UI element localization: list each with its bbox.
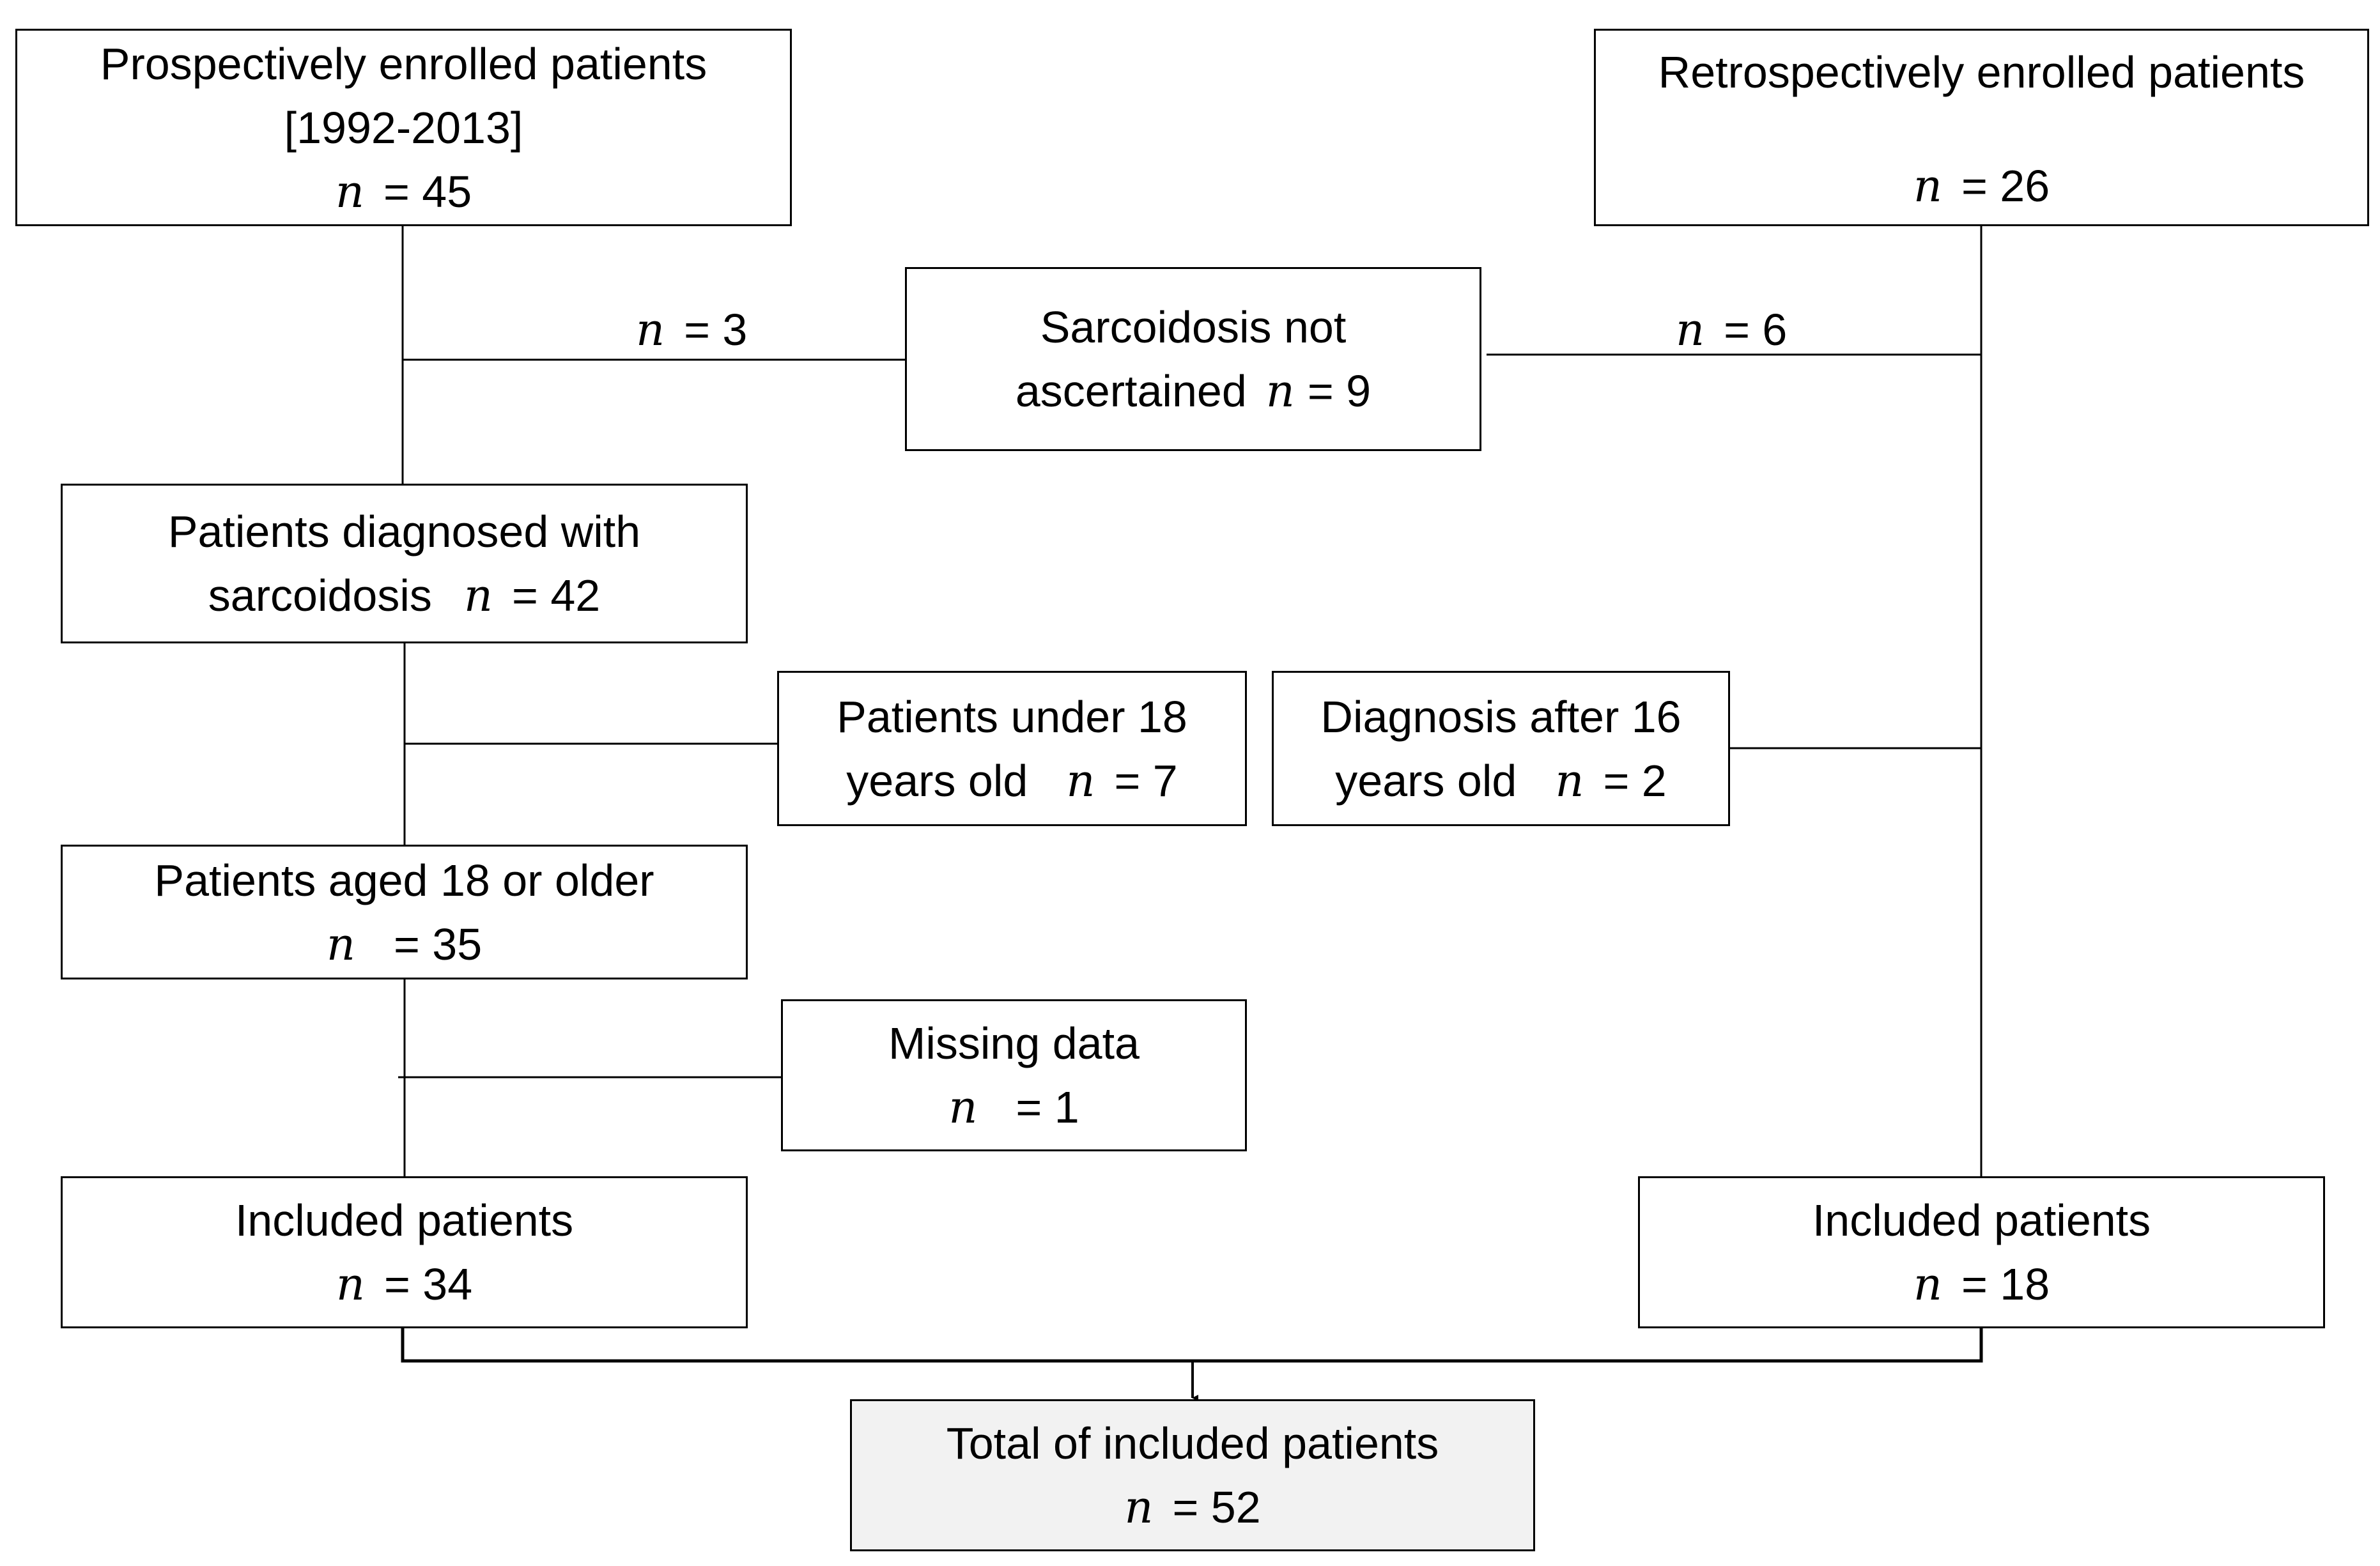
box-after-16-line2: years old n = 2 [1335,749,1666,813]
box-included-patients-left: Included patients n = 34 [61,1176,748,1328]
edge-label-left-exclusion: n = 3 [636,298,747,362]
box-not-ascertained-line1: Sarcoidosis not [1040,302,1347,352]
n-symbol: n [636,303,665,356]
n-value: = 2 [1603,755,1667,806]
n-value: = 3 [684,305,748,355]
n-symbol: n [1066,754,1095,807]
box-under-18-line1: Patients under 18 [837,691,1187,742]
box-missing-data: Missing data n = 1 [781,999,1247,1151]
box-missing-count: n = 1 [948,1075,1079,1139]
box-retrospectively-enrolled-count: n = 26 [1913,154,2050,218]
box-prospectively-enrolled: Prospectively enrolled patients [1992-20… [15,29,792,226]
box-included-left-line1: Included patients [235,1195,574,1245]
n-value: = 52 [1172,1482,1261,1532]
box-retrospectively-enrolled-title: Retrospectively enrolled patients [1658,47,2305,97]
box-included-right-count: n = 18 [1913,1252,2050,1316]
box-under-18-line2: years old n = 7 [846,749,1177,813]
n-value: = 26 [1961,161,2050,211]
n-symbol: n [1676,303,1705,356]
box-total-included-patients: Total of included patients n = 52 [850,1399,1535,1551]
n-symbol: n [326,917,355,971]
n-symbol: n [1555,754,1584,807]
n-value: = 9 [1307,366,1372,416]
n-symbol: n [463,569,493,622]
n-value: = 6 [1724,305,1788,355]
box-not-ascertained-line2: ascertained n= 9 [1016,359,1371,423]
n-value: = 45 [383,166,472,217]
box-retrospectively-enrolled: Retrospectively enrolled patients n = 26 [1594,29,2369,226]
n-value: = 42 [512,571,601,620]
n-symbol: n [1265,365,1295,417]
n-value: = 1 [1016,1082,1079,1132]
box-patients-diagnosed: Patients diagnosed with sarcoidosis n = 42 [61,484,748,643]
n-symbol: n [1124,1481,1154,1533]
n-value: = 7 [1114,755,1178,806]
box-aged-18-count: n = 35 [327,912,482,976]
box-prospectively-enrolled-count: n = 45 [336,160,472,224]
connector-merge-to-total [401,1328,1983,1363]
box-missing-line1: Missing data [888,1018,1140,1068]
box-patients-under-18: Patients under 18 years old n = 7 [777,671,1247,826]
box-included-patients-right: Included patients n = 18 [1638,1176,2325,1328]
box-prospectively-enrolled-title: Prospectively enrolled patients [100,38,707,89]
n-symbol: n [1913,160,1942,212]
box-total-line1: Total of included patients [946,1418,1439,1468]
n-value: = 34 [383,1259,473,1309]
box-aged-18-line1: Patients aged 18 or older [154,855,654,905]
box-included-right-line1: Included patients [1812,1195,2151,1245]
box-patients-aged-18-or-older: Patients aged 18 or older n = 35 [61,845,748,979]
box-after-16-line1: Diagnosis after 16 [1320,691,1681,742]
box-included-left-count: n = 34 [336,1252,472,1316]
box-diagnosed-text: sarcoidosis [208,571,432,620]
n-value: = 18 [1961,1259,2050,1309]
edge-label-right-exclusion: n = 6 [1676,298,1787,362]
n-value: = 35 [393,919,483,969]
box-sarcoidosis-not-ascertained: Sarcoidosis not ascertained n= 9 [905,267,1481,451]
box-diagnosis-after-16: Diagnosis after 16 years old n = 2 [1272,671,1730,826]
n-symbol: n [1913,1258,1942,1310]
box-not-ascertained-text: ascertained [1015,366,1247,416]
box-diagnosed-line2: sarcoidosis n = 42 [208,564,600,627]
box-prospectively-enrolled-period: [1992-2013] [284,102,523,153]
n-symbol: n [336,1258,365,1310]
box-diagnosed-line1: Patients diagnosed with [167,507,641,557]
box-after-16-text: years old [1335,755,1517,806]
n-symbol: n [335,165,364,218]
box-total-count: n = 52 [1124,1475,1260,1539]
box-under-18-text: years old [846,755,1028,806]
n-symbol: n [948,1081,978,1133]
